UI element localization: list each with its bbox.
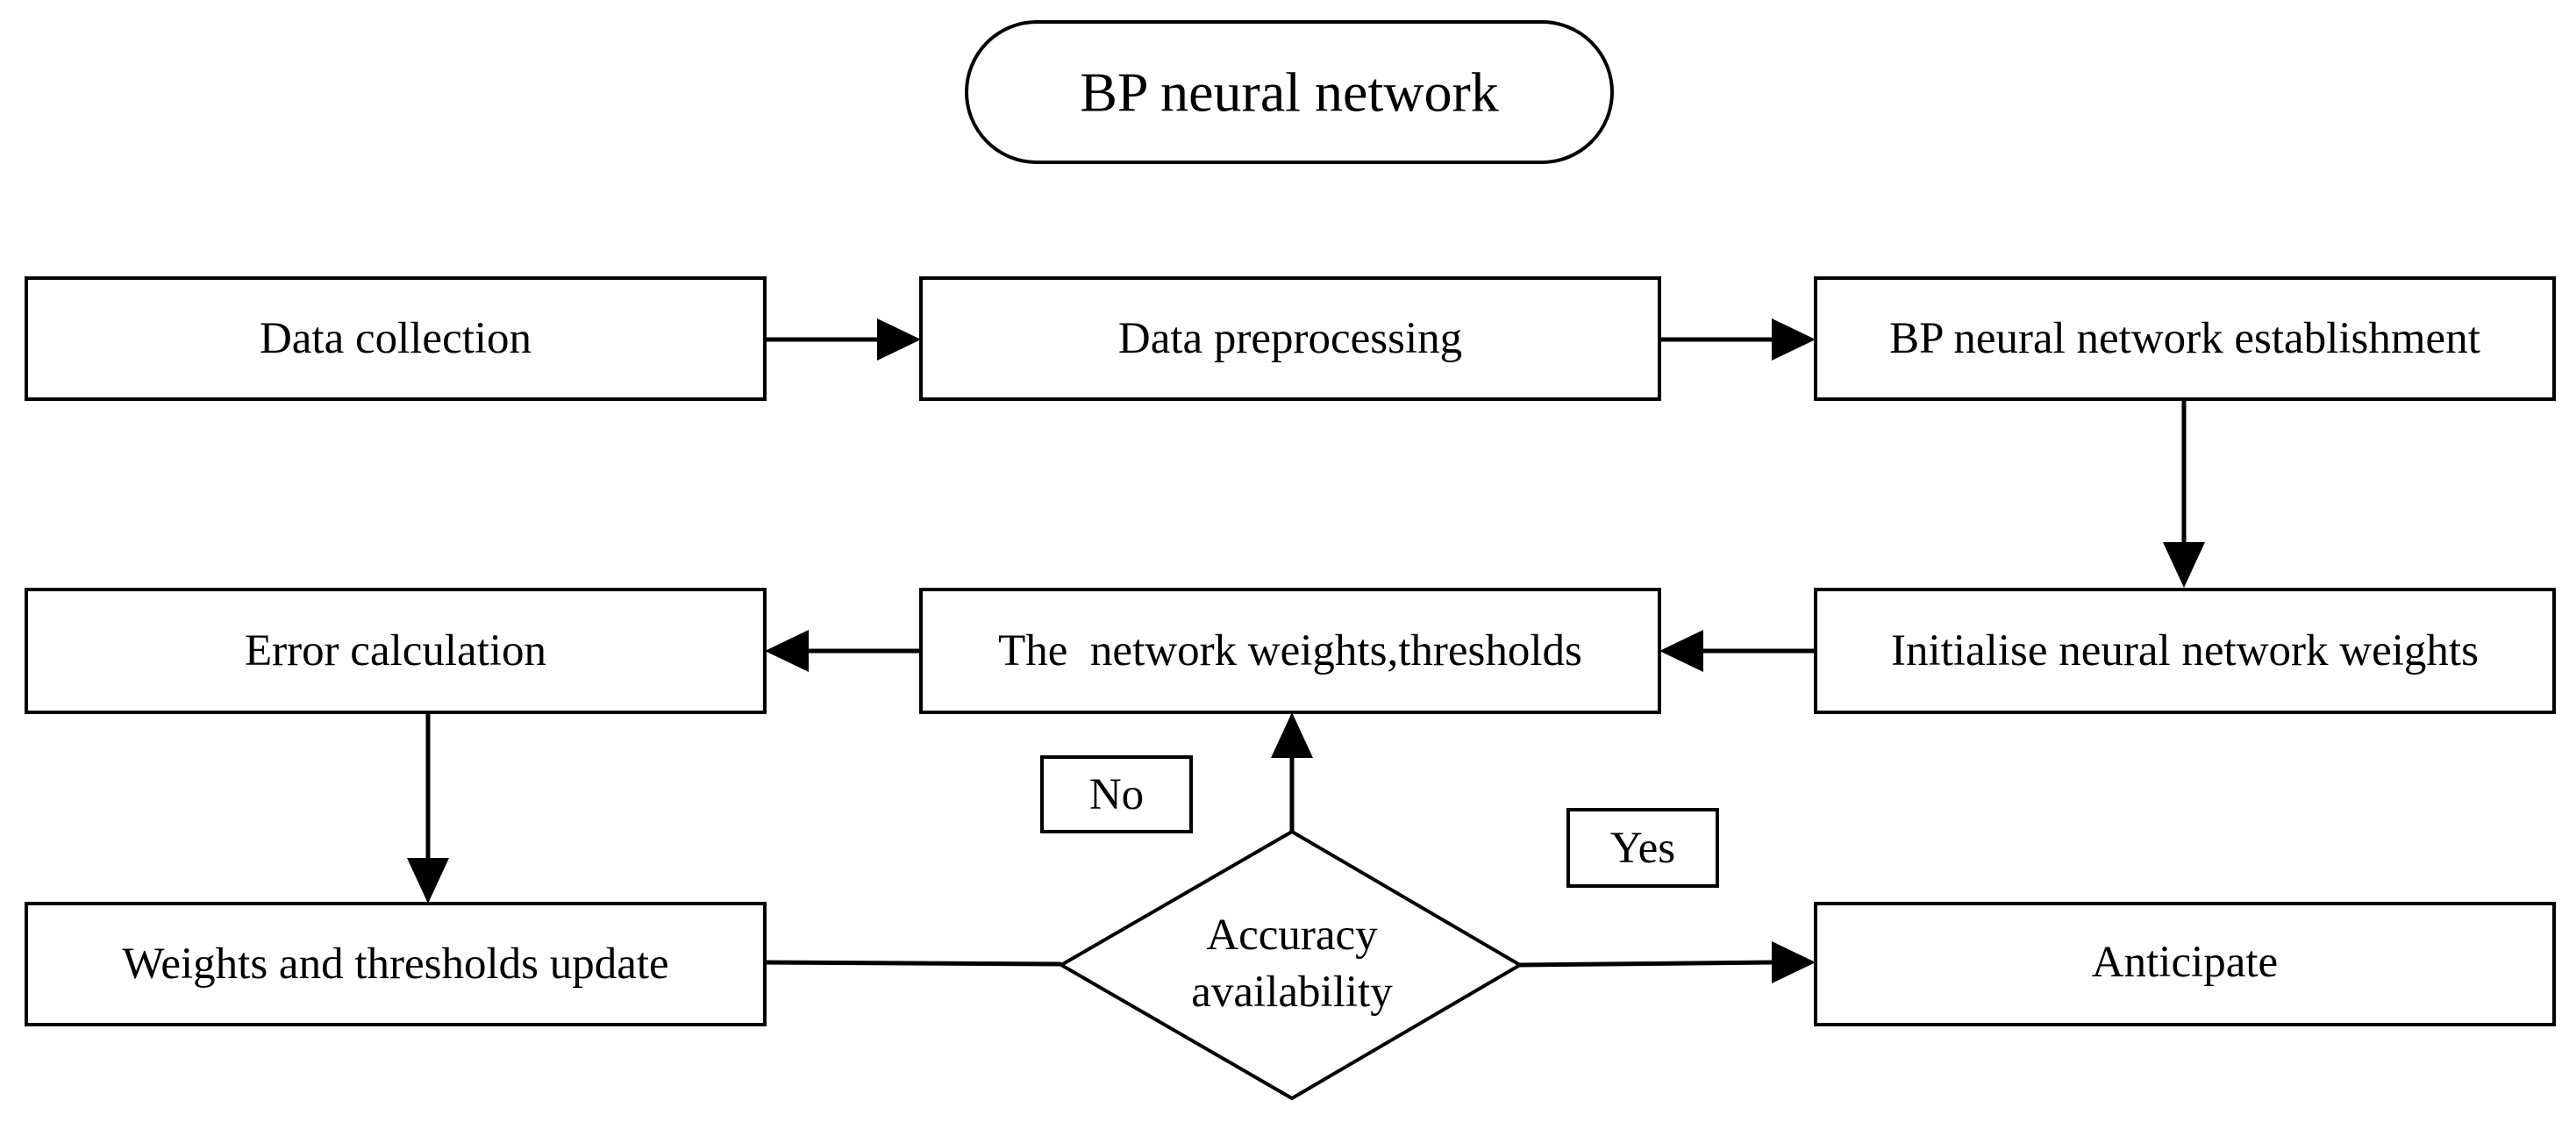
edge-decision-to-anticipate xyxy=(1519,941,1816,983)
node-weights-update-label: Weights and thresholds update xyxy=(122,940,668,989)
node-accuracy-decision: Accuracy availability xyxy=(1058,829,1523,1101)
node-initialise-weights-label: Initialise neural network weights xyxy=(1891,626,2479,675)
edge-initialise-to-network-weights xyxy=(1659,630,1816,672)
edge-decision-to-network-weights xyxy=(1271,712,1313,832)
node-bp-establishment: BP neural network establishment xyxy=(1814,276,2556,401)
node-data-preprocessing: Data preprocessing xyxy=(919,276,1661,401)
node-data-collection: Data collection xyxy=(25,276,767,401)
node-accuracy-label-line1: Accuracy xyxy=(1206,911,1378,960)
node-anticipate-label: Anticipate xyxy=(2092,938,2278,987)
node-bp-establishment-label: BP neural network establishment xyxy=(1889,314,2480,363)
edge-label-yes-text: Yes xyxy=(1610,824,1675,873)
node-error-calculation-label: Error calculation xyxy=(245,626,546,675)
edge-network-weights-to-error xyxy=(765,630,921,672)
title-text: BP neural network xyxy=(1080,61,1499,124)
edge-establishment-to-initialise xyxy=(2163,397,2205,588)
edge-collection-to-preprocessing xyxy=(765,318,921,361)
edge-label-no: No xyxy=(1040,755,1193,833)
node-data-collection-label: Data collection xyxy=(260,314,532,363)
title-node: BP neural network xyxy=(965,20,1614,164)
connectors xyxy=(407,318,2205,983)
edge-preprocessing-to-establishment xyxy=(1659,318,1816,361)
node-error-calculation: Error calculation xyxy=(25,588,767,714)
edge-error-to-update xyxy=(407,712,449,904)
node-anticipate: Anticipate xyxy=(1814,902,2556,1026)
edge-update-to-decision xyxy=(764,960,1062,967)
node-weights-update: Weights and thresholds update xyxy=(25,902,767,1026)
node-network-weights: The network weights,thresholds xyxy=(919,588,1661,714)
node-network-weights-label: The network weights,thresholds xyxy=(998,626,1582,675)
node-accuracy-label-line2: availability xyxy=(1191,968,1393,1017)
edge-label-yes: Yes xyxy=(1566,808,1719,888)
node-initialise-weights: Initialise neural network weights xyxy=(1814,588,2556,714)
edge-label-no-text: No xyxy=(1089,770,1144,819)
node-data-preprocessing-label: Data preprocessing xyxy=(1118,314,1462,363)
